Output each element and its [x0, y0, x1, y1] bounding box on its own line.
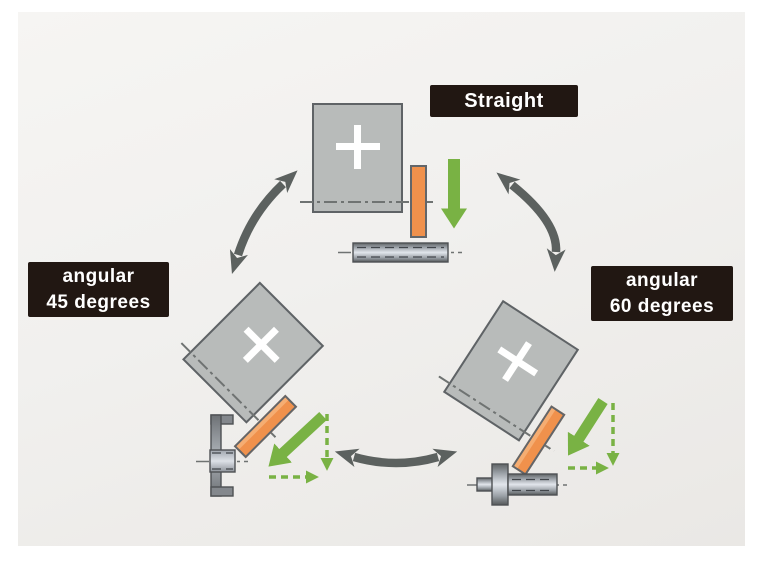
label-angular-60-line2: 60 degrees [609, 296, 715, 317]
label-angular-60-line1: angular [625, 270, 699, 291]
workpiece-45-flange [196, 414, 248, 497]
label-straight: Straight [430, 85, 578, 117]
grinding-wheel [410, 165, 427, 238]
label-angular-45-line2: 45 degrees [46, 292, 151, 313]
label-angular-45: angular 45 degrees [28, 262, 169, 317]
infeed-arrow-60 [567, 398, 608, 456]
workpiece-straight-shaft [338, 242, 462, 263]
swap-arrow-right [496, 172, 566, 272]
spindle-cross-mark [336, 143, 380, 150]
infeed-arrow-45 [268, 411, 327, 467]
workpiece-60-shaft [467, 463, 567, 506]
swap-arrow-bottom [334, 448, 458, 468]
wheelhead-assembly-straight [300, 103, 438, 243]
swap-arrow-left [229, 170, 298, 275]
label-angular-45-line1: angular [62, 266, 135, 287]
label-straight-text: Straight [464, 90, 544, 112]
spindle-axis-line [300, 201, 437, 203]
label-angular-60: angular 60 degrees [591, 266, 733, 321]
